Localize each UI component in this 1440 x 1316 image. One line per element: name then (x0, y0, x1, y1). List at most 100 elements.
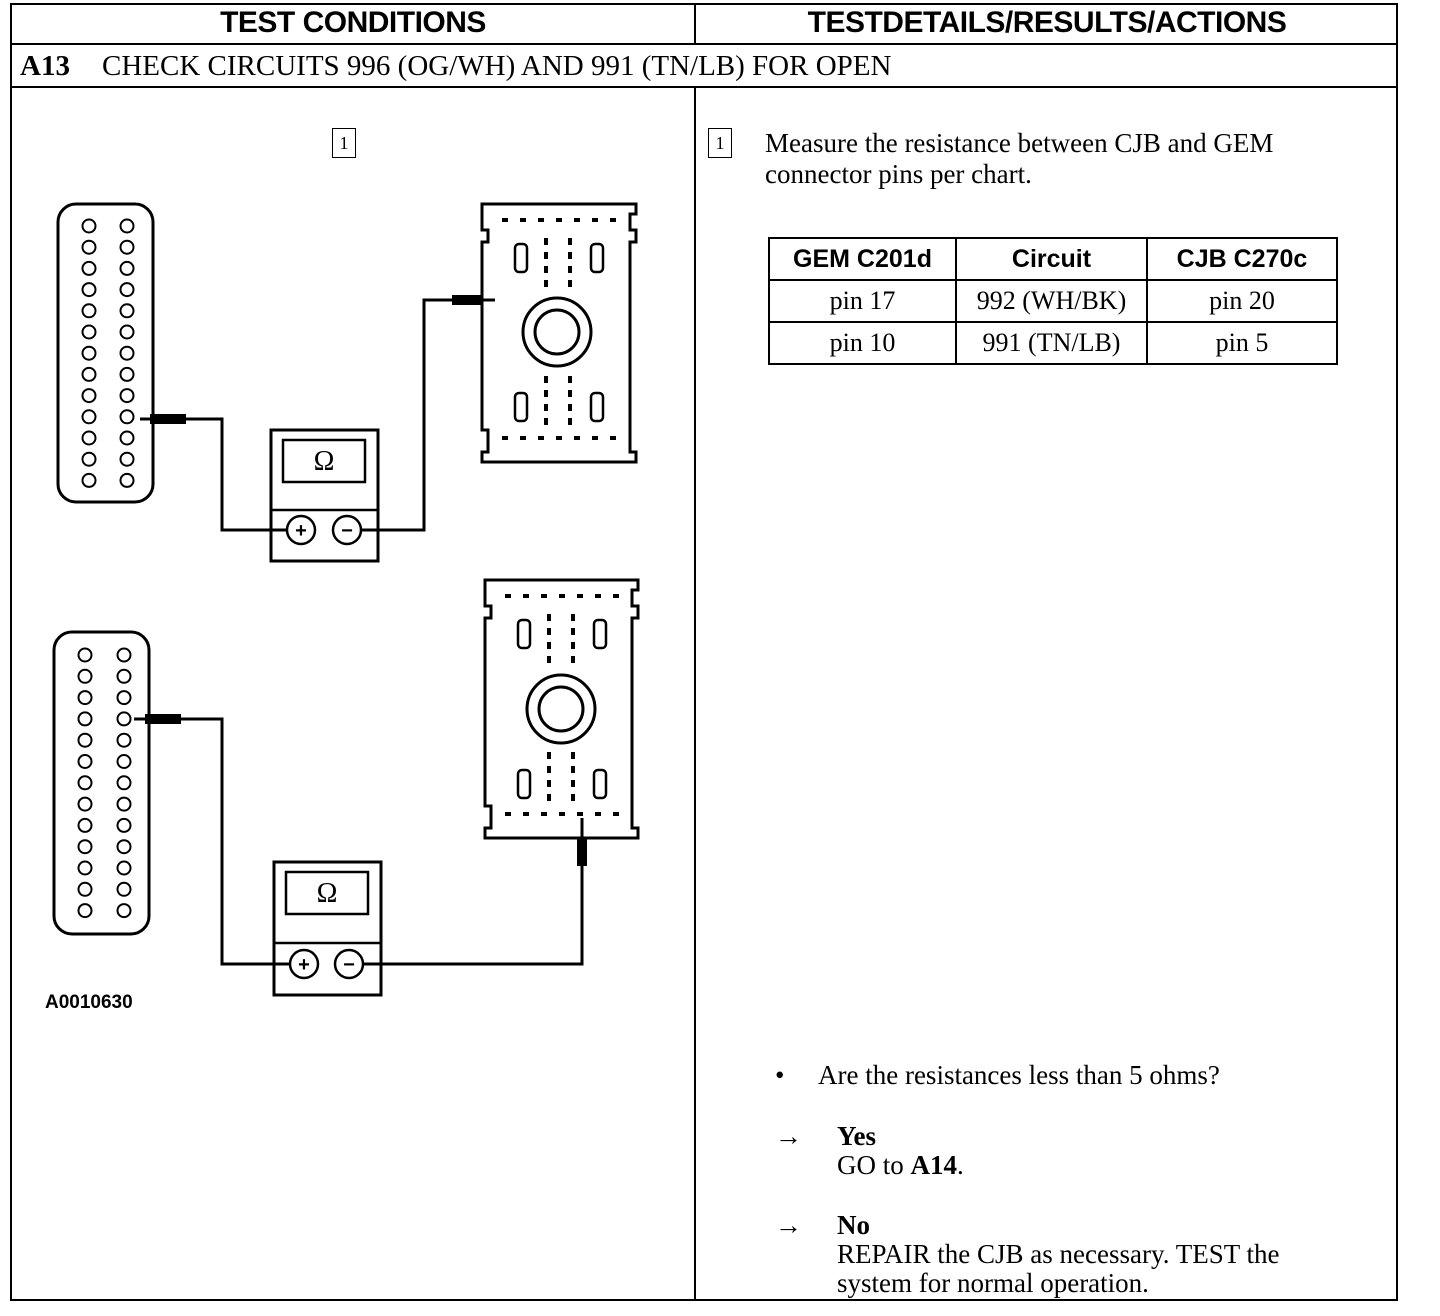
ohmmeter-bottom: Ω + − (272, 860, 383, 997)
connector-pin (116, 668, 132, 684)
cjb-terminal (547, 794, 551, 801)
cjb-terminal (559, 812, 565, 816)
cjb-terminal (547, 780, 551, 787)
connector-pin (81, 388, 97, 404)
connector-pin (77, 796, 93, 812)
cjb-terminal (610, 218, 616, 222)
cell-gem-pin: pin 10 (768, 321, 957, 365)
cjb-terminal (559, 594, 565, 598)
plus-terminal-bottom: + (298, 954, 310, 976)
cell-gem-pin: pin 17 (768, 279, 957, 323)
details-step-marker: 1 (708, 128, 732, 158)
cjb-terminal (592, 218, 598, 222)
cell-circuit: 991 (TN/LB) (955, 321, 1148, 365)
step-title-text: CHECK CIRCUITS 996 (OG/WH) AND 991 (TN/L… (102, 50, 892, 82)
cjb-terminal (568, 404, 572, 411)
cjb-terminal (568, 376, 572, 383)
cjb-terminal (613, 594, 619, 598)
connector-pin (116, 647, 132, 663)
cjb-terminal (547, 766, 551, 773)
connector-pin (119, 388, 135, 404)
wiring-diagram: Ω + − Ω + − (52, 202, 640, 997)
connector-pin (77, 668, 93, 684)
cjb-terminal (568, 252, 572, 259)
connector-pin (77, 860, 93, 876)
cjb-terminal (571, 766, 575, 773)
plus-terminal-top: + (295, 520, 307, 542)
connector-pin (81, 303, 97, 319)
cjb-terminal (556, 436, 562, 440)
step-code: A13 (20, 50, 70, 82)
connector-pin (77, 775, 93, 791)
cjb-terminal (574, 218, 580, 222)
cjb-terminal (502, 218, 508, 222)
cjb-terminal (544, 404, 548, 411)
table-row: pin 10 991 (TN/LB) pin 5 (768, 321, 1338, 365)
cjb-terminal (556, 218, 562, 222)
cjb-terminal (577, 812, 583, 816)
cjb-terminal (577, 594, 583, 598)
connector-pin (77, 881, 93, 897)
cjb-terminal (541, 594, 547, 598)
cjb-terminal (544, 280, 548, 287)
cjb-terminal (568, 266, 572, 273)
cjb-terminal (571, 752, 575, 759)
connector-pin (81, 472, 97, 488)
no-action: REPAIR the CJB as necessary. TEST the sy… (837, 1239, 1280, 1298)
minus-terminal-top: − (341, 520, 353, 542)
connector-pin (116, 839, 132, 855)
title-rule (10, 86, 1398, 88)
arrow-right-icon: → (775, 1121, 802, 1151)
connector-pin (119, 366, 135, 382)
cjb-terminal (613, 812, 619, 816)
cell-cjb-pin: pin 5 (1146, 321, 1338, 365)
connector-pin (116, 860, 132, 876)
connector-pin (119, 345, 135, 361)
connector-pin (81, 451, 97, 467)
header-rule (10, 43, 1398, 45)
no-label: No (837, 1210, 870, 1240)
connector-pin (81, 366, 97, 382)
cjb-terminal (544, 252, 548, 259)
cjb-terminal (541, 812, 547, 816)
connector-pin (119, 282, 135, 298)
connector-pin (81, 345, 97, 361)
cjb-terminal (547, 614, 551, 621)
cjb-terminal (610, 436, 616, 440)
connector-pin (119, 472, 135, 488)
table-row: pin 17 992 (WH/BK) pin 20 (768, 279, 1338, 323)
cjb-terminal (568, 390, 572, 397)
connector-pin (119, 303, 135, 319)
header-divider (694, 3, 696, 43)
test-leads-bottom (134, 714, 587, 966)
yes-label: Yes (837, 1121, 876, 1151)
connector-pin (81, 218, 97, 234)
connector-pin (81, 282, 97, 298)
gem-connector-top (56, 202, 155, 504)
connector-pin (81, 260, 97, 276)
header-gem: GEM C201d (768, 237, 957, 281)
ohm-symbol-bottom: Ω (317, 878, 338, 909)
question-text: Are the resistances less than 5 ohms? (818, 1060, 1220, 1090)
cjb-terminal (568, 238, 572, 245)
header-circuit: Circuit (955, 237, 1148, 281)
gem-connector-bottom (52, 630, 151, 936)
cjb-connector-bottom (483, 578, 640, 840)
yes-action: GO to A14. (837, 1150, 964, 1180)
cjb-terminal (568, 280, 572, 287)
cjb-terminal (520, 436, 526, 440)
cjb-connector-top (480, 202, 638, 464)
connector-pin (119, 409, 135, 425)
connector-pin (81, 430, 97, 446)
cjb-terminal (571, 780, 575, 787)
cjb-terminal (571, 642, 575, 649)
instruction-text: Measure the resistance between CJB and G… (765, 128, 1274, 189)
connector-pin (77, 839, 93, 855)
test-conditions-header: TEST CONDITIONS (220, 6, 486, 39)
go-to-target: A14 (910, 1150, 958, 1180)
connector-pin (116, 817, 132, 833)
connector-pin (77, 754, 93, 769)
connector-pin (116, 775, 132, 791)
cjb-terminal (592, 436, 598, 440)
connector-pin (116, 881, 132, 897)
